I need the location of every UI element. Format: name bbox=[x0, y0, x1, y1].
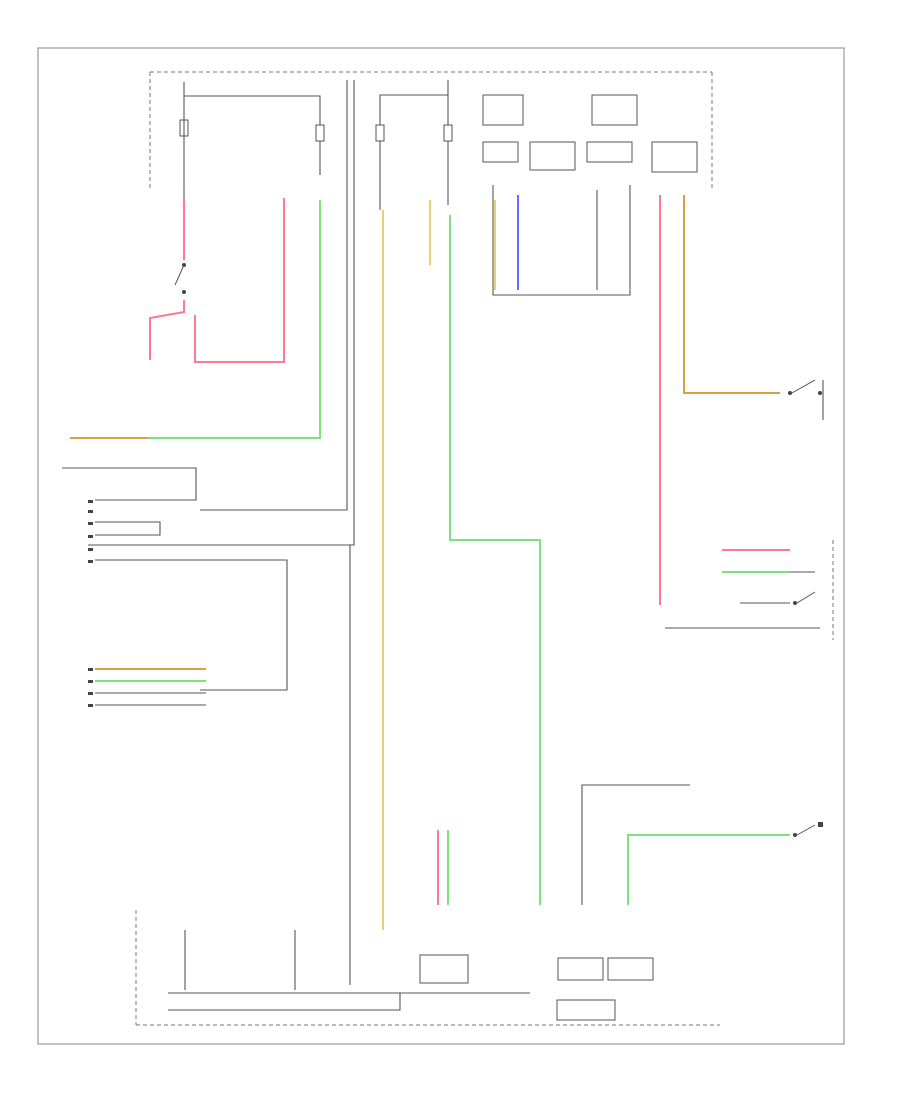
pressure-switch bbox=[793, 822, 823, 837]
combination-meter bbox=[556, 957, 654, 1021]
top-bus-c bbox=[88, 80, 355, 546]
top-bus-a bbox=[183, 82, 321, 175]
wire-green-long bbox=[449, 215, 541, 905]
door-lock-switch bbox=[665, 540, 834, 640]
wire-green-left bbox=[148, 200, 321, 439]
wire-pressure-black bbox=[581, 784, 690, 905]
left-connector-wire-1 bbox=[62, 467, 197, 501]
top-dashed-boundary bbox=[149, 71, 713, 190]
steering-wire-black bbox=[95, 692, 206, 706]
steering-column-connector bbox=[88, 668, 93, 707]
wire-pink-ground bbox=[149, 300, 185, 360]
top-bus-d bbox=[379, 80, 449, 210]
fuse-2 bbox=[315, 124, 325, 142]
bottom-bus bbox=[168, 992, 530, 1011]
left-connector-wire-3 bbox=[95, 559, 288, 691]
top-bus-b bbox=[200, 80, 348, 511]
fuse-3 bbox=[375, 124, 385, 142]
rear-window-junction bbox=[482, 94, 698, 296]
fuse-4 bbox=[443, 124, 453, 142]
wire-pressure-green bbox=[627, 834, 790, 905]
ecu-lower bbox=[419, 954, 469, 984]
bottom-dashed-boundary bbox=[135, 910, 720, 1026]
door-switch-assy bbox=[788, 379, 824, 420]
diagram-frame bbox=[37, 47, 845, 1045]
wire-pink-loop bbox=[194, 198, 285, 363]
left-body-connector bbox=[88, 500, 93, 563]
wire-orange-right bbox=[683, 195, 780, 394]
hood-switch bbox=[174, 263, 186, 294]
left-connector-wire-2 bbox=[95, 521, 161, 536]
